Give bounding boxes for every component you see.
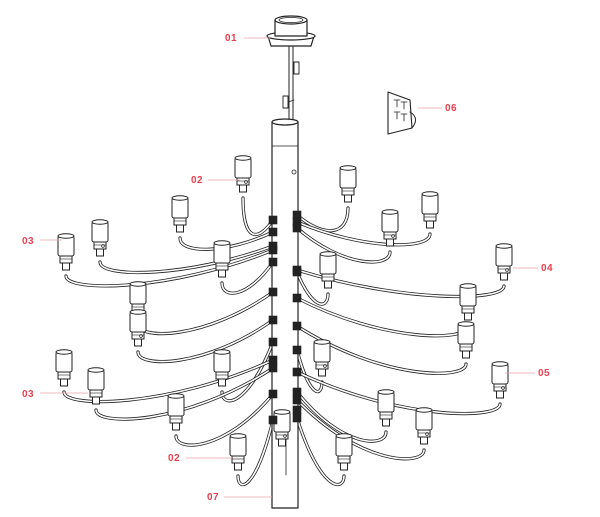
- stem-connector: [292, 293, 302, 303]
- callout-label-07: 07: [207, 492, 219, 503]
- stem-connector: [268, 337, 278, 347]
- lamp-socket: [57, 233, 75, 271]
- canopy: [266, 15, 316, 47]
- lamp-socket: [234, 155, 252, 193]
- stem-connector: [292, 395, 302, 405]
- socket-layer: [55, 155, 513, 471]
- stem-connector: [268, 315, 278, 325]
- lamp-socket: [273, 409, 291, 447]
- stem-connector: [268, 227, 278, 237]
- lamp-socket: [213, 349, 231, 387]
- stem-connector: [292, 345, 302, 355]
- stem-connector: [268, 415, 278, 425]
- callout-label-03-upper: 03: [22, 236, 34, 247]
- callout-label-06: 06: [445, 103, 457, 114]
- suspension-rods: [282, 45, 300, 123]
- connector-layer: [268, 210, 302, 425]
- lamp-socket: [319, 251, 337, 289]
- lamp-socket: [381, 209, 399, 247]
- lamp-socket: [87, 367, 105, 405]
- callout-label-03-lower: 03: [22, 389, 34, 400]
- stem-connector: [292, 413, 302, 423]
- lamp-socket: [457, 321, 475, 359]
- lamp-socket: [91, 219, 109, 257]
- stem-connector: [292, 367, 302, 377]
- lamp-socket: [491, 361, 509, 399]
- callout-label-01: 01: [225, 33, 237, 44]
- callout-label-02-lower: 02: [168, 453, 180, 464]
- stem-connector: [268, 389, 278, 399]
- lamp-socket: [339, 165, 357, 203]
- callout-labels: 01 02 02 03 03 04 05 06 07: [22, 33, 553, 503]
- stem-connector: [268, 363, 278, 373]
- bulb-spare-card: [387, 91, 416, 135]
- main-stem: [271, 118, 299, 509]
- stem-connector: [268, 241, 278, 251]
- lamp-socket: [377, 389, 395, 427]
- lamp-socket: [415, 407, 433, 445]
- lamp-socket: [213, 240, 231, 278]
- stem-connector: [268, 215, 278, 225]
- stem-connector: [268, 257, 278, 267]
- lamp-socket: [55, 349, 73, 387]
- callout-leaders: [40, 37, 538, 498]
- lamp-socket: [335, 433, 353, 471]
- callout-label-02-upper: 02: [191, 175, 203, 186]
- stem-connector: [292, 387, 302, 397]
- callout-label-05: 05: [538, 368, 550, 379]
- stem-connector: [292, 321, 302, 331]
- stem-connector: [292, 265, 302, 275]
- stem-connector: [268, 287, 278, 297]
- callout-label-04: 04: [541, 263, 553, 274]
- lamp-socket: [229, 433, 247, 471]
- lamp-socket: [313, 339, 331, 377]
- stem-connector: [268, 355, 278, 365]
- stem-connector: [292, 217, 302, 227]
- lamp-socket: [167, 393, 185, 431]
- arm-tube: [174, 392, 275, 447]
- lamp-socket: [421, 191, 439, 229]
- lamp-socket: [171, 195, 189, 233]
- arm-tube: [136, 290, 275, 336]
- lamp-socket: [495, 243, 513, 281]
- lamp-socket: [129, 309, 147, 347]
- stem-connector: [292, 405, 302, 415]
- arm-tube: [295, 370, 502, 416]
- lamp-socket: [459, 283, 477, 321]
